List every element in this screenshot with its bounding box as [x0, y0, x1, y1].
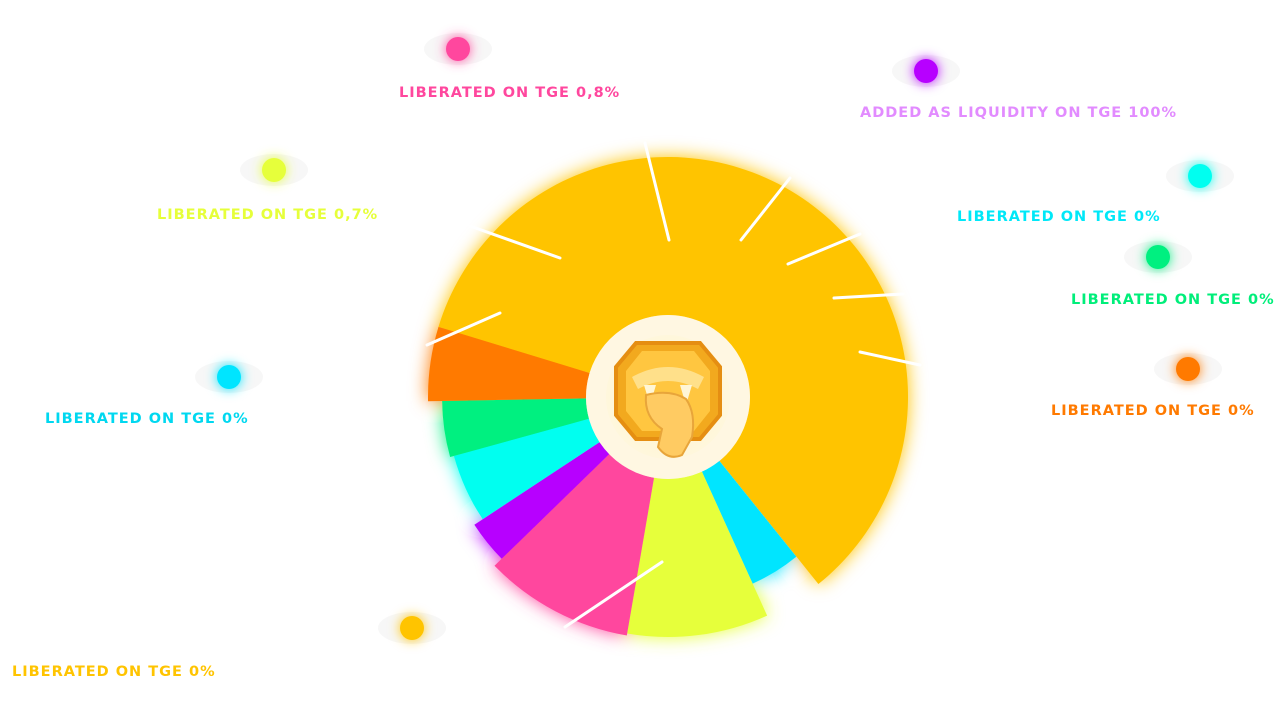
slice-label: LIBERATED ON TGE 0%: [1071, 292, 1275, 308]
donut-slice: [627, 471, 768, 638]
leader-line: [858, 350, 922, 367]
leader-line: [739, 176, 792, 242]
callouts-layer: LIBERATED ON TGE 0% LIBERATED ON TGE 0% LI…: [12, 33, 1275, 680]
slice-label: LIBERATED ON TGE 0%: [12, 664, 216, 680]
leader-line: [468, 224, 562, 260]
dot-icon: [1146, 245, 1170, 269]
donut-slice: [428, 326, 590, 402]
donut-slice: [442, 398, 589, 458]
dot-icon: [1176, 357, 1200, 381]
slice-label: LIBERATED ON TGE 0,8%: [399, 85, 620, 101]
dot-icon: [400, 616, 424, 640]
dot-icon: [446, 37, 470, 61]
slice-label: LIBERATED ON TGE 0%: [957, 209, 1161, 225]
leader-line: [832, 292, 905, 300]
slice-label: LIBERATED ON TGE 0%: [45, 411, 249, 427]
dot-icon: [262, 158, 286, 182]
leader-line: [563, 560, 664, 629]
dot-icon: [1188, 164, 1212, 188]
slice-label: LIBERATED ON TGE 0%: [1051, 403, 1255, 419]
dot-icon: [914, 59, 938, 83]
donut-slice: [453, 418, 600, 520]
fanged-mouth-logo-icon: [614, 341, 722, 458]
slice-label: LIBERATED ON TGE 0,7%: [157, 207, 378, 223]
leader-line: [643, 141, 671, 242]
leader-lines: [425, 141, 922, 629]
donut-slice: [474, 442, 610, 559]
leader-line: [786, 232, 862, 266]
slice-label: ADDED AS LIQUIDITY ON TGE 100%: [860, 105, 1177, 121]
dot-icon: [217, 365, 241, 389]
donut-slice: [494, 454, 655, 636]
donut-slice: [701, 460, 797, 584]
leader-line: [425, 311, 502, 347]
center-badge: [586, 315, 750, 479]
